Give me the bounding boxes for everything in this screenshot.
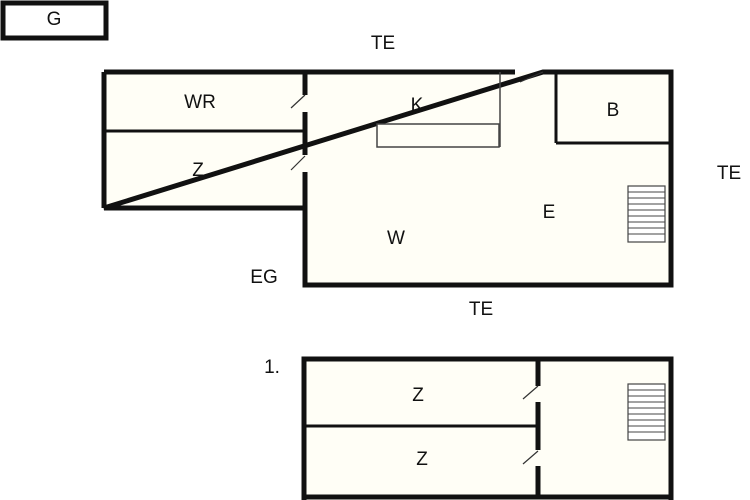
room-label-z-upper: Z [412,385,424,406]
first-floor-outer-wall [301,356,674,500]
floor-label-eg: EG [250,267,277,288]
room-label-e: E [543,202,556,223]
floor-label-1: 1. [264,357,280,378]
door-swing-ff-lower [522,450,539,465]
terrace-label-bottom: TE [469,299,493,320]
door-swing-ff-upper [522,385,539,400]
room-label-b: B [607,100,620,121]
main-floor [305,72,671,285]
first-floor-floor [304,359,671,500]
first-floor: Z Z 1. [264,356,674,500]
door-swing-wr [290,94,306,109]
room-label-z: Z [192,160,204,181]
staircase-ground [627,185,666,243]
staircase-first [627,383,666,441]
terrace-label-right: TE [717,163,741,184]
legend-box: G [0,0,109,41]
room-label-wr: WR [184,92,216,113]
room-label-w: W [387,228,405,249]
door-swing-top [519,71,544,83]
terrace-label-top: TE [371,33,395,54]
ground-floor: WR Z K B E W TE TE TE EG [101,33,741,320]
door-swing-z [290,155,306,171]
left-wing-floor [104,72,305,208]
kitchen-counter [376,123,500,148]
legend-label: G [47,9,62,30]
room-label-z-lower: Z [416,449,428,470]
room-label-k: K [411,95,424,116]
